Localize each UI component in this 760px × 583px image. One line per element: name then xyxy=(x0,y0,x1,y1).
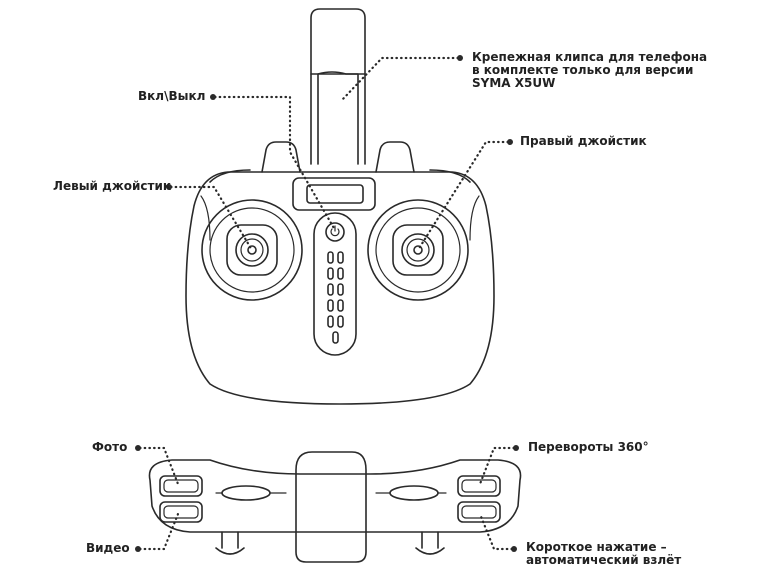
leader-flips xyxy=(478,446,516,486)
leader-left-joystick xyxy=(169,185,254,252)
label-phone-clip-line-3: SYMA X5UW xyxy=(472,76,556,90)
label-power: Вкл\Выкл xyxy=(138,89,206,103)
dot-takeoff xyxy=(511,546,517,552)
leader-photo xyxy=(138,446,180,486)
dot-left-joystick xyxy=(166,184,172,190)
label-phone-clip-line-2: в комплекте только для версии xyxy=(472,63,694,77)
left-joystick-graphic xyxy=(201,199,303,301)
label-left-joystick: Левый джойстик xyxy=(53,179,172,193)
leader-phone-clip xyxy=(340,56,460,102)
shoulder-buttons xyxy=(209,141,471,183)
dot-phone-clip xyxy=(457,55,463,61)
label-video: Видео xyxy=(86,541,130,555)
dot-flips xyxy=(513,445,519,451)
dot-video xyxy=(135,546,141,552)
controller-body xyxy=(185,171,495,405)
label-takeoff-line-2: автоматический взлёт xyxy=(526,553,682,567)
label-takeoff: Короткое нажатие – автоматический взлёт xyxy=(526,541,681,567)
dot-photo xyxy=(135,445,141,451)
label-right-joystick: Правый джойстик xyxy=(520,134,647,148)
label-flips: Перевороты 360° xyxy=(528,440,649,454)
label-photo: Фото xyxy=(92,440,128,454)
leader-takeoff xyxy=(478,512,514,551)
dot-right-joystick xyxy=(507,139,513,145)
leader-power xyxy=(213,95,337,232)
label-takeoff-line-1: Короткое нажатие – xyxy=(526,540,667,554)
label-phone-clip: Крепежная клипса для телефона в комплект… xyxy=(472,51,707,90)
leader-video xyxy=(138,512,180,551)
label-phone-clip-line-1: Крепежная клипса для телефона xyxy=(472,50,708,64)
clip-slot xyxy=(292,177,376,211)
phone-clip xyxy=(310,8,366,165)
dot-power xyxy=(210,94,216,100)
center-panel xyxy=(313,212,357,356)
top-view xyxy=(148,451,522,563)
right-joystick-graphic xyxy=(367,199,469,301)
leader-right-joystick xyxy=(416,140,510,252)
